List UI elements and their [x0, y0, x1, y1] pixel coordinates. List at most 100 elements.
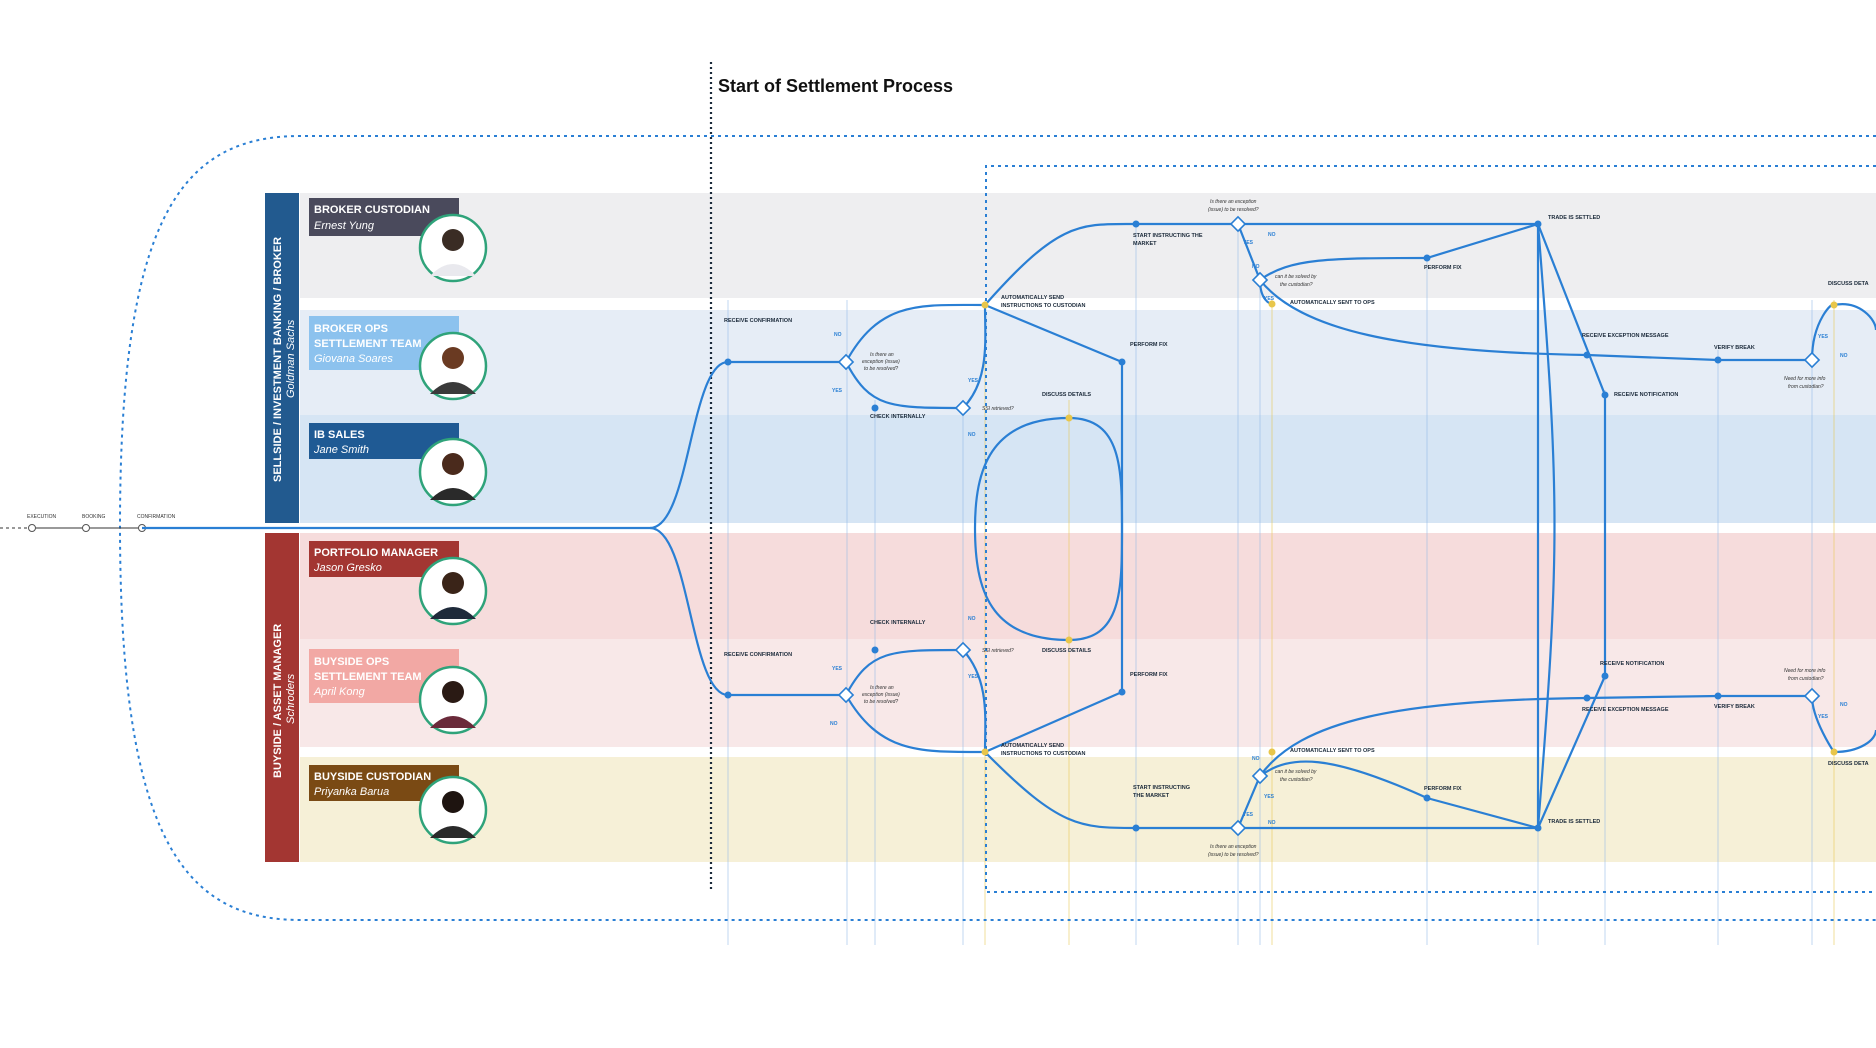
step-perform-fix-market-top: PERFORM FIX	[1424, 265, 1462, 271]
label-yes: YES	[832, 666, 843, 672]
question-exception-bottom-3: to be resolved?	[864, 699, 898, 705]
avatar-head	[442, 791, 464, 813]
step-verify-break-bottom: VERIFY BREAK	[1714, 704, 1755, 710]
label-no: NO	[1252, 756, 1260, 762]
step-check-internally-top: CHECK INTERNALLY	[870, 414, 926, 420]
avatar-head	[442, 229, 464, 251]
step-start-instructing-bottom-2: THE MARKET	[1133, 793, 1170, 799]
lane-person: April Kong	[313, 686, 366, 698]
decision-ssi-bottom	[954, 641, 972, 659]
timeline-node-execution	[28, 524, 36, 532]
step-check-internally-bottom: CHECK INTERNALLY	[870, 620, 926, 626]
step-discuss-details-top: DISCUSS DETAILS	[1042, 392, 1091, 398]
lane-broker-custodian: BROKER CUSTODIAN Ernest Yung	[309, 198, 488, 283]
decision-market-top	[1229, 215, 1247, 233]
step-auto-send-top-2: INSTRUCTIONS TO CUSTODIAN	[1001, 303, 1085, 309]
outer-dashed-boundary	[118, 135, 1876, 921]
label-no: NO	[834, 332, 842, 338]
label-yes: YES	[1818, 334, 1829, 340]
question-solved-bottom-2: the custodian?	[1280, 777, 1313, 783]
question-solved-bottom: can it be solved by	[1275, 769, 1317, 775]
lane-person: Ernest Yung	[314, 220, 375, 232]
step-trade-settled-bottom: TRADE IS SETTLED	[1548, 819, 1600, 825]
lane-bg-broker-custodian	[300, 193, 1876, 298]
lane-title: BROKER CUSTODIAN	[314, 204, 430, 216]
question-more-info-top: Need for more info	[1784, 376, 1826, 382]
question-exception-bottom: Is there an	[870, 685, 894, 691]
step-receive-notification-top: RECEIVE NOTIFICATION	[1614, 392, 1678, 398]
label-yes: YES	[1243, 812, 1254, 818]
step-trade-settled-top: TRADE IS SETTLED	[1548, 215, 1600, 221]
lane-bg-buyside-ops	[300, 639, 1876, 747]
step-receive-confirmation-top: RECEIVE CONFIRMATION	[724, 318, 792, 324]
label-yes: YES	[968, 378, 979, 384]
decision-solve-bottom	[1251, 767, 1269, 785]
label-yes: YES	[1243, 240, 1254, 246]
lane-person: Jason Gresko	[313, 562, 382, 574]
decision-questions: Is there an exception (issue) to be reso…	[862, 199, 1826, 858]
step-start-instructing-top: START INSTRUCTING THE	[1133, 233, 1203, 239]
lane-broker-ops: BROKER OPS SETTLEMENT TEAM Giovana Soare…	[309, 316, 488, 401]
avatar-head	[442, 347, 464, 369]
step-receive-exception-top: RECEIVE EXCEPTION MESSAGE	[1582, 333, 1669, 339]
question-more-info-bottom-2: from custodian?	[1788, 676, 1824, 682]
question-solved-top: can it be solved by	[1275, 274, 1317, 280]
question-market-top-2: (issue) to be resolved?	[1208, 207, 1259, 213]
label-yes: YES	[968, 674, 979, 680]
question-market-bottom-2: (issue) to be resolved?	[1208, 852, 1259, 858]
step-labels-buyside: RECEIVE CONFIRMATION CHECK INTERNALLY AU…	[724, 620, 1869, 825]
inner-dashed-box	[985, 165, 1876, 893]
lane-portfolio-manager: PORTFOLIO MANAGER Jason Gresko	[309, 541, 488, 626]
lane-ib-sales: IB SALES Jane Smith	[309, 423, 488, 507]
avatar-body	[430, 716, 476, 728]
lane-title: BROKER OPS	[314, 323, 388, 335]
avatar-head	[442, 453, 464, 475]
step-verify-break-top: VERIFY BREAK	[1714, 345, 1755, 351]
sellside-group-bar	[265, 193, 299, 523]
step-auto-send-bottom: AUTOMATICALLY SEND	[1001, 743, 1064, 749]
step-perform-fix-top: PERFORM FIX	[1130, 342, 1168, 348]
decision-moreinfo-bottom	[1803, 687, 1821, 705]
lane-title: BUYSIDE CUSTODIAN	[314, 771, 431, 783]
step-auto-sent-ops-bottom: AUTOMATICALLY SENT TO OPS	[1290, 748, 1375, 754]
question-exception-bottom-2: exception (issue)	[862, 692, 900, 698]
question-market-bottom: Is there an exception	[1210, 844, 1257, 850]
label-no: NO	[1840, 353, 1848, 359]
avatar-head	[442, 572, 464, 594]
decision-market-bottom	[1229, 819, 1247, 837]
label-no: NO	[968, 616, 976, 622]
lane-title: BUYSIDE OPS	[314, 656, 389, 668]
step-labels-sellside: RECEIVE CONFIRMATION CHECK INTERNALLY AU…	[724, 215, 1869, 420]
step-discuss-details-bottom: DISCUSS DETAILS	[1042, 648, 1091, 654]
label-yes: YES	[1818, 714, 1829, 720]
step-auto-send-top: AUTOMATICALLY SEND	[1001, 295, 1064, 301]
step-perform-fix-market-bottom: PERFORM FIX	[1424, 786, 1462, 792]
label-no: NO	[1252, 264, 1260, 270]
timeline-booking-label: BOOKING	[82, 514, 105, 520]
lane-buyside-custodian: BUYSIDE CUSTODIAN Priyanka Barua	[309, 765, 488, 845]
page-title: Start of Settlement Process	[718, 76, 953, 96]
label-yes: YES	[1264, 296, 1275, 302]
label-no: NO	[830, 721, 838, 727]
label-yes: YES	[832, 388, 843, 394]
step-receive-exception-bottom: RECEIVE EXCEPTION MESSAGE	[1582, 707, 1669, 713]
step-start-instructing-bottom: START INSTRUCTING	[1133, 785, 1190, 791]
buyside-firm-label: Schroders	[285, 673, 297, 724]
sellside-group-label: SELLSIDE / INVESTMENT BANKING / BROKER	[272, 237, 284, 482]
question-ssi-top: SSI retrieved?	[982, 406, 1014, 412]
timeline-execution-label: EXECUTION	[27, 514, 57, 520]
label-no: NO	[1840, 702, 1848, 708]
yes-no-labels: NO YES YES NO YES NO NO YES YES NO YES N…	[830, 232, 1848, 826]
step-start-instructing-top-2: MARKET	[1133, 241, 1157, 247]
decision-exception-top	[837, 353, 855, 371]
label-no: NO	[968, 432, 976, 438]
label-no: NO	[1268, 820, 1276, 826]
step-discuss-deta-top: DISCUSS DETA	[1828, 281, 1869, 287]
buyside-group-bar	[265, 533, 299, 862]
lane-title: PORTFOLIO MANAGER	[314, 547, 438, 559]
step-receive-notification-bottom: RECEIVE NOTIFICATION	[1600, 661, 1664, 667]
question-exception-top-2: exception (issue)	[862, 359, 900, 365]
question-ssi-bottom: SSI retrieved?	[982, 648, 1014, 654]
lane-bg-ib-sales	[300, 415, 1876, 523]
question-more-info-bottom: Need for more info	[1784, 668, 1826, 674]
